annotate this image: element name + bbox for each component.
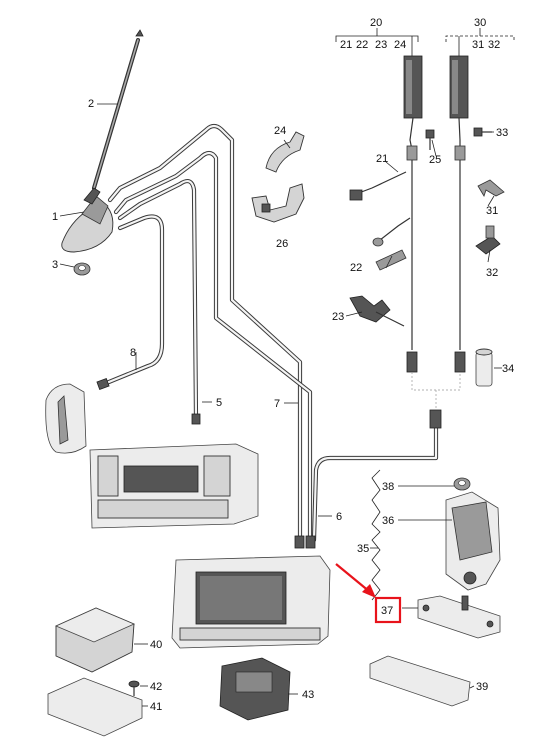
control-box-40 [54,607,136,673]
phone-cradle [45,383,87,454]
strip-39 [369,655,471,707]
bracket-41 [47,677,143,737]
group-bracket-35 [370,469,381,601]
callout-23: 23 [332,311,344,323]
callout-38: 38 [382,481,394,493]
plate-37 [417,595,501,639]
callout-5: 5 [216,397,222,409]
callout-7: 7 [274,398,280,410]
group-20-sub-24: 24 [394,39,406,51]
group-bracket-20 [335,28,419,56]
clip-31 [477,179,505,197]
screw-42 [128,680,140,696]
callout-labels: 2 1 3 8 5 7 6 20 30 21 22 23 24 31 32 21… [52,17,514,713]
group-20-sub-21: 21 [340,39,352,51]
spacer-34 [475,348,493,387]
group-bracket-30 [445,28,515,56]
callout-20: 20 [370,17,382,29]
callout-1: 1 [52,211,58,223]
callout-33: 33 [496,127,508,139]
group-20-sub-22: 22 [356,39,368,51]
nut-38 [453,477,471,491]
clip-32 [475,225,501,255]
callout-41: 41 [150,701,162,713]
bolt-33 [473,127,492,137]
callout-39: 39 [476,681,488,693]
bracket-36 [445,491,501,591]
callout-2: 2 [88,98,94,110]
callout-22: 22 [350,262,362,274]
callout-42: 42 [150,681,162,693]
leader-lines [59,103,502,707]
callout-3: 3 [52,259,58,271]
callout-25: 25 [429,154,441,166]
amplifier-right [449,55,469,373]
antenna-nut [73,262,91,276]
callout-31: 31 [486,205,498,217]
cable-tie-21 [349,171,407,201]
callout-6: 6 [336,511,342,523]
callout-8: 8 [130,347,136,359]
grab-handle-24 [265,131,305,173]
antenna-cables [96,123,442,549]
group-30-sub-32: 32 [488,39,500,51]
group-30-sub-31: 31 [472,39,484,51]
bolt-25 [425,129,435,150]
roof-antenna [61,29,144,253]
cable-holder-22 [372,217,411,271]
bracket-26 [251,183,305,223]
callout-43: 43 [302,689,314,701]
callout-30: 30 [474,17,486,29]
callout-26: 26 [276,238,288,250]
amplifier-left [403,55,423,373]
callout-40: 40 [150,639,162,651]
highlight-37: 37 [335,563,402,624]
radio-unit [89,443,259,529]
group-20-sub-23: 23 [375,39,387,51]
callout-21: 21 [376,153,388,165]
callout-24: 24 [274,125,286,137]
module-43 [219,657,291,721]
callout-35: 35 [357,543,369,555]
callout-32: 32 [486,267,498,279]
clip-23 [349,295,405,327]
callout-36: 36 [382,515,394,527]
navigation-unit [171,555,331,649]
callout-37: 37 [381,605,393,617]
callout-34: 34 [502,363,514,375]
